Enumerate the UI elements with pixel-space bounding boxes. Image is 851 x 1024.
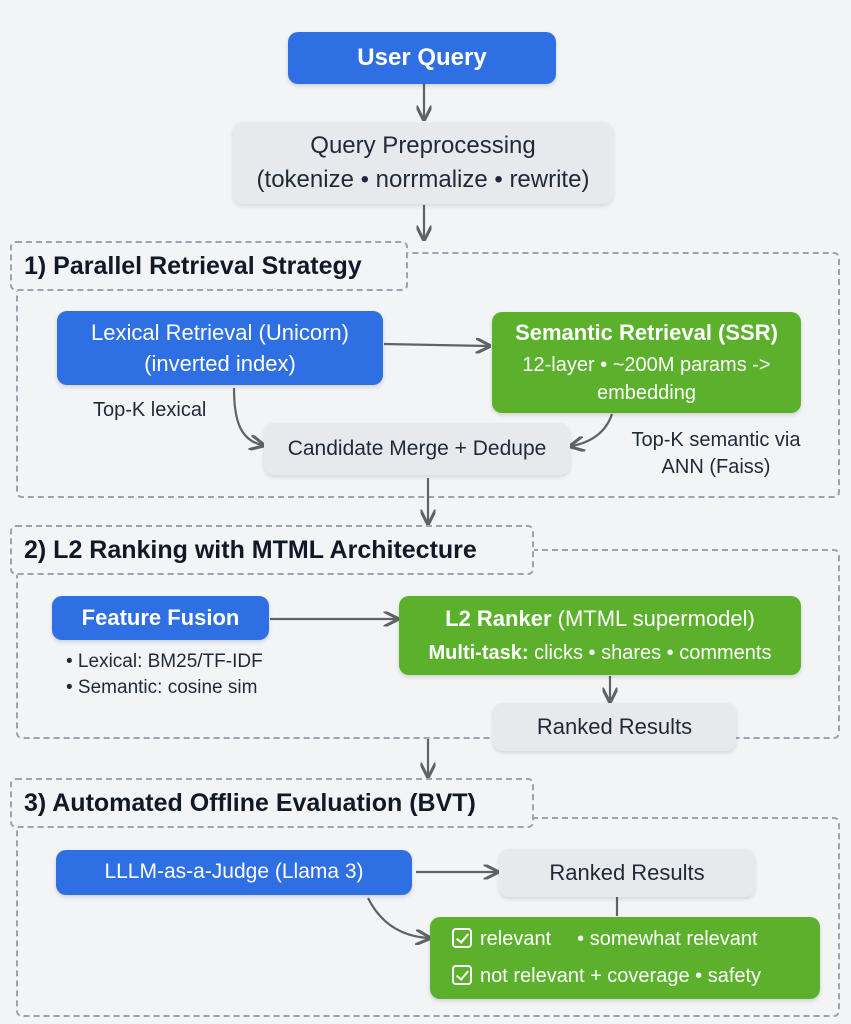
- arrow-judge-to-eval: [367, 897, 428, 938]
- candidate-merge-node: Candidate Merge + Dedupe: [264, 423, 570, 475]
- label-fusion-semantic: • Semantic: cosine sim: [66, 677, 258, 698]
- checkbox-check-icon: [452, 965, 472, 985]
- checkbox-check-icon: [452, 928, 472, 948]
- feature-fusion-node: Feature Fusion: [52, 596, 269, 640]
- semantic-retrieval-subtitle-2: embedding: [597, 381, 696, 404]
- l2-ranker-subtitle-rest: clicks • shares • comments: [534, 641, 772, 664]
- label-topk-semantic-line1: Top-K semantic via: [631, 429, 801, 451]
- evaluation-relevant: relevant: [480, 928, 552, 950]
- section-title-l2-ranking: 2) L2 Ranking with MTML Architecture: [10, 525, 534, 575]
- llm-judge-node: LLLM-as-a-Judge (Llama 3): [56, 850, 412, 895]
- label-topk-lexical: Top-K lexical: [93, 399, 207, 421]
- evaluation-labels-node: relevant • somewhat relevant not relevant…: [430, 917, 820, 999]
- evaluation-line-1: relevant • somewhat relevant: [452, 927, 758, 952]
- label-topk-semantic: Top-K semantic via ANN (Faiss): [618, 428, 814, 480]
- section-title-offline-evaluation: 3) Automated Offline Evaluation (BVT): [10, 778, 534, 828]
- query-preprocessing-title: Query Preprocessing: [310, 132, 536, 159]
- semantic-retrieval-title: Semantic Retrieval (SSR): [515, 320, 778, 346]
- semantic-retrieval-node: Semantic Retrieval (SSR) 12-layer • ~200…: [492, 312, 801, 413]
- label-topk-semantic-line2: ANN (Faiss): [661, 456, 771, 478]
- label-fusion-lexical: • Lexical: BM25/TF-IDF: [66, 651, 263, 672]
- section-title-parallel-retrieval: 1) Parallel Retrieval Strategy: [10, 241, 408, 291]
- l2-ranker-subtitle: Multi-task: clicks • shares • comments: [429, 641, 772, 666]
- l2-ranker-title: L2 Ranker (MTML supermodel): [445, 605, 755, 633]
- user-query-node: User Query: [288, 32, 556, 84]
- semantic-retrieval-subtitle-1: 12-layer • ~200M params ->: [522, 353, 771, 376]
- lexical-retrieval-node: Lexical Retrieval (Unicorn) (inverted in…: [57, 311, 383, 385]
- l2-ranker-title-bold: L2 Ranker: [445, 606, 552, 632]
- ranked-results-node-2: Ranked Results: [499, 849, 755, 897]
- evaluation-line-2: not relevant + coverage • safety: [452, 964, 761, 989]
- l2-ranker-title-rest: (MTML supermodel): [557, 606, 755, 632]
- lexical-retrieval-subtitle: (inverted index): [144, 350, 296, 376]
- query-preprocessing-node: Query Preprocessing (tokenize • norrmali…: [233, 122, 613, 204]
- l2-ranker-node: L2 Ranker (MTML supermodel) Multi-task: …: [399, 596, 801, 675]
- query-preprocessing-subtitle: (tokenize • norrmalize • rewrite): [256, 166, 590, 193]
- evaluation-somewhat-relevant: • somewhat relevant: [577, 928, 758, 950]
- evaluation-not-relevant: not relevant + coverage • safety: [480, 965, 762, 987]
- arrow-lexical-to-semantic: [383, 344, 488, 346]
- lexical-retrieval-title: Lexical Retrieval (Unicorn): [91, 320, 349, 345]
- arrow-semantic-to-merge: [572, 413, 614, 446]
- arrow-lexical-to-merge: [232, 387, 262, 445]
- ranked-results-node-1: Ranked Results: [493, 703, 736, 751]
- l2-ranker-subtitle-bold: Multi-task:: [428, 641, 529, 664]
